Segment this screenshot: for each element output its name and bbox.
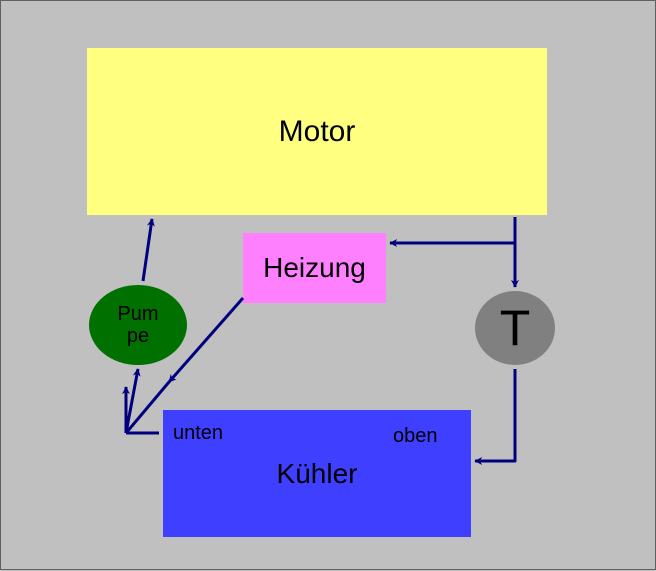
radiator-label: Kühler: [276, 457, 358, 489]
pump-label-line2: pe: [126, 325, 150, 347]
motor-label: Motor: [278, 114, 356, 148]
arrow-pump-to-motor: [141, 218, 155, 282]
motor-block: Motor: [87, 48, 547, 215]
heater-block: Heizung: [243, 233, 386, 303]
arrow-heater-to-junction: [167, 297, 245, 383]
heater-label: Heizung: [263, 252, 366, 283]
radiator-block: Kühler: [163, 410, 471, 537]
radiator-top-label: oben: [393, 425, 438, 447]
radiator-bottom-label: unten: [173, 422, 224, 444]
arrow-junction-to-pump-b: [124, 368, 141, 434]
line-heater-to-junction: [124, 381, 171, 434]
arrow-thermostat-to-radiator: [474, 369, 517, 465]
pump-node: Pum pe: [89, 285, 187, 365]
pump-label-line1: Pum: [117, 303, 159, 325]
thermostat-label: T: [499, 300, 531, 356]
thermostat-node: T: [475, 291, 555, 365]
